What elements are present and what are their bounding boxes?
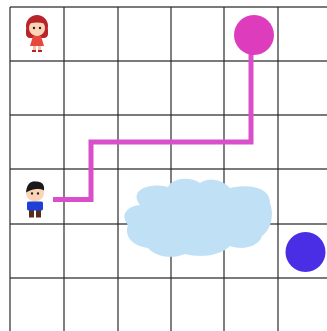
blue-target-dot — [286, 232, 326, 272]
girl-icon — [26, 15, 48, 52]
route-path-line — [53, 34, 251, 200]
magenta-target-dot — [234, 15, 274, 55]
puddle-obstacle — [124, 179, 272, 257]
boy-icon — [26, 181, 44, 217]
